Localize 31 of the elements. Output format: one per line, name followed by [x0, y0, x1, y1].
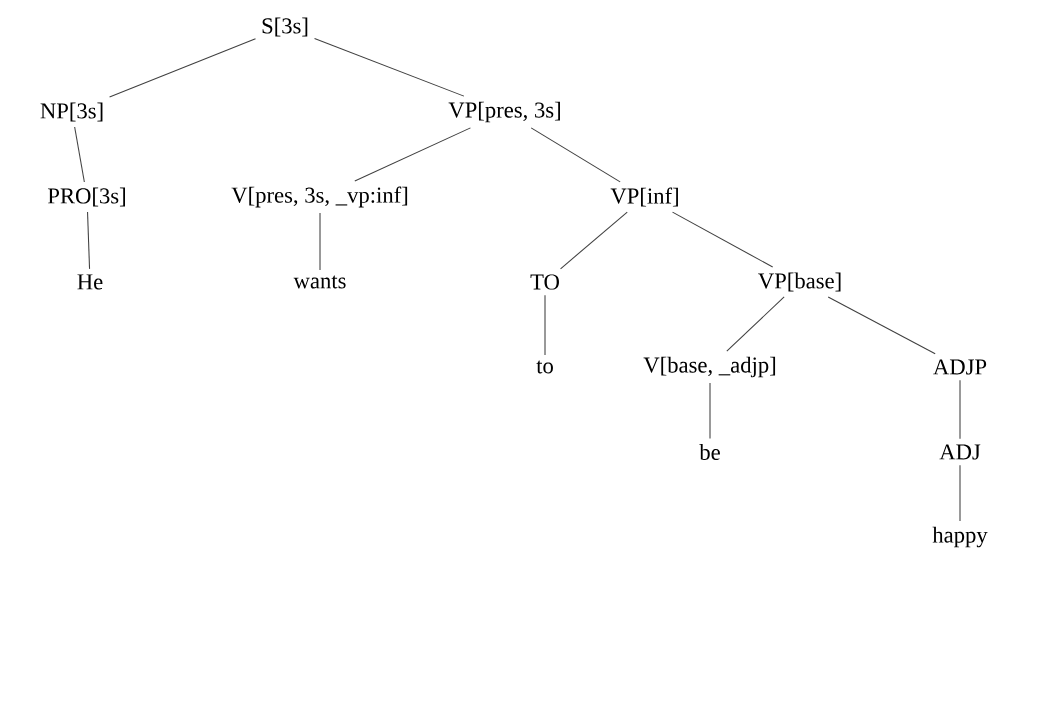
tree-node-label: S[3s]	[262, 17, 308, 37]
tree-node-label: VP[base]	[758, 272, 841, 292]
tree-node-label: wants	[293, 275, 346, 289]
tree-branch	[709, 382, 711, 439]
tree-node-label: happy	[932, 526, 988, 548]
tree-node-label: V[pres, 3s, _vp:inf]	[231, 186, 408, 208]
tree-branch	[109, 38, 256, 98]
tree-branch	[671, 211, 774, 268]
tree-node-label: VP[inf]	[610, 187, 678, 207]
tree-branch	[354, 127, 471, 182]
tree-node-label: V[base, _adjp]	[643, 356, 776, 378]
tree-node-label: be	[699, 444, 720, 460]
tree-branch	[827, 296, 936, 355]
tree-node-label: VP[pres, 3s]	[448, 101, 560, 123]
tree-branch	[530, 127, 621, 183]
tree-branch	[726, 296, 785, 352]
tree-node-label: TO	[530, 274, 559, 290]
tree-branch	[544, 294, 546, 356]
tree-branch	[959, 379, 961, 440]
tree-node-label: NP[3s]	[40, 102, 103, 122]
tree-node-label: He	[77, 274, 103, 290]
tree-branch	[560, 211, 628, 270]
tree-node-label: to	[536, 360, 553, 374]
tree-branch	[319, 212, 321, 271]
tree-branch	[314, 37, 465, 97]
tree-branch	[74, 126, 85, 183]
tree-branch	[959, 464, 961, 522]
tree-node-label: ADJP	[933, 359, 987, 375]
tree-node-label: ADJ	[939, 444, 981, 460]
tree-node-label: PRO[3s]	[48, 187, 125, 207]
tree-branch	[87, 211, 91, 270]
